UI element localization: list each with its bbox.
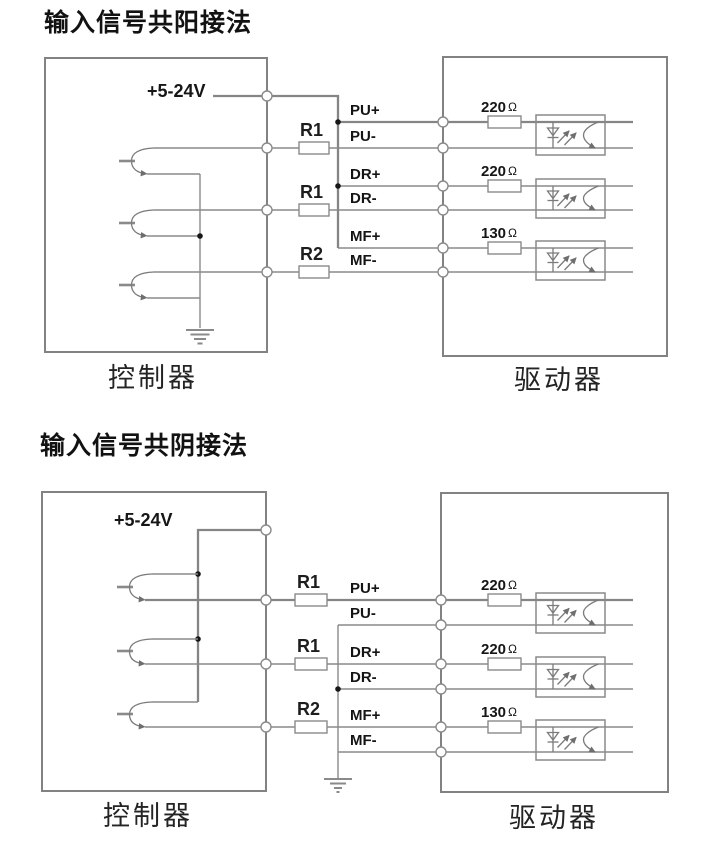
series-resistor-label-r1: R1 (300, 182, 324, 202)
driver-box (440, 492, 669, 793)
driver-box (442, 56, 668, 357)
common-anode-circuit (44, 56, 668, 357)
diagram2-title: 输入信号共阴接法 (40, 432, 249, 460)
optocoupler-symbol (535, 178, 606, 219)
junction-dot (335, 119, 341, 125)
common-cathode-circuit (41, 491, 669, 793)
junction-dot (335, 686, 341, 692)
resistance-number: 220 (481, 163, 507, 180)
signal-label-pu-plus: PU+ (350, 580, 380, 597)
transistor-symbol (119, 271, 267, 301)
resistor-symbol (294, 593, 328, 607)
transistor-symbol (119, 209, 267, 239)
transistor-symbol (117, 638, 266, 667)
ohm-symbol: Ω (508, 705, 518, 719)
resistor-symbol (294, 657, 328, 671)
signal-label-mf-plus: MF+ (350, 707, 381, 724)
transistor-symbol (119, 147, 267, 177)
resistor-symbol (298, 203, 330, 217)
resistance-number: 220 (481, 641, 507, 658)
resistance-number: 130 (481, 225, 507, 242)
resistance-number: 220 (481, 577, 507, 594)
terminal-circles (261, 90, 449, 278)
ohm-symbol: Ω (508, 578, 518, 592)
signal-label-dr-plus: DR+ (350, 166, 381, 183)
signal-label-pu-minus: PU- (350, 128, 376, 145)
series-resistor-label-r1: R1 (297, 636, 321, 656)
driver-box-label: 驱动器 (509, 803, 599, 833)
resistor-symbol (298, 265, 330, 279)
resistor-symbol (487, 179, 522, 193)
signal-label-dr-minus: DR- (350, 190, 377, 207)
controller-box (41, 491, 267, 792)
resistor-symbol (487, 115, 522, 129)
optocoupler-symbol (535, 656, 606, 698)
terminal-circles (260, 524, 447, 758)
signal-label-pu-minus: PU- (350, 605, 376, 622)
signal-label-mf-minus: MF- (350, 732, 377, 749)
controller-box (44, 57, 268, 353)
signal-label-mf-minus: MF- (350, 252, 377, 269)
junction-dot (197, 233, 203, 239)
resistance-number: 220 (481, 99, 507, 116)
optocoupler-symbol (535, 240, 606, 281)
supply-voltage-label: +5-24V (114, 510, 173, 530)
series-resistor-label-r1: R1 (300, 120, 324, 140)
signal-label-pu-plus: PU+ (350, 102, 380, 119)
ohm-symbol: Ω (508, 100, 518, 114)
controller-box-label: 控制器 (108, 363, 198, 393)
signal-label-dr-minus: DR- (350, 669, 377, 686)
ohm-symbol: Ω (508, 164, 518, 178)
series-resistor-label-r2: R2 (297, 699, 321, 719)
transistor-symbol (117, 573, 266, 603)
signal-label-dr-plus: DR+ (350, 644, 381, 661)
supply-wire (213, 94, 340, 248)
resistor-symbol (487, 657, 522, 671)
junction-dot (335, 183, 341, 189)
ohm-symbol: Ω (508, 226, 518, 240)
controller-box-label: 控制器 (103, 801, 193, 831)
optocoupler-symbol (535, 719, 606, 761)
supply-wire (196, 528, 266, 702)
resistance-number: 130 (481, 704, 507, 721)
resistor-symbol (294, 720, 328, 734)
ohm-symbol: Ω (508, 642, 518, 656)
ground-symbol (186, 329, 214, 345)
ground-symbol (324, 778, 352, 793)
diagram1-title: 输入信号共阳接法 (44, 9, 253, 37)
driver-box-label: 驱动器 (514, 365, 604, 395)
transistor-symbol (117, 701, 266, 730)
resistor-symbol (487, 241, 522, 255)
resistor-symbol (487, 720, 522, 734)
optocoupler-symbol (535, 114, 606, 156)
series-resistor-label-r1: R1 (297, 572, 321, 592)
series-resistor-label-r2: R2 (300, 244, 324, 264)
supply-voltage-label: +5-24V (147, 81, 206, 101)
optocoupler-symbol (535, 592, 606, 634)
resistor-symbol (298, 141, 330, 155)
signal-label-mf-plus: MF+ (350, 228, 381, 245)
resistor-symbol (487, 593, 522, 607)
